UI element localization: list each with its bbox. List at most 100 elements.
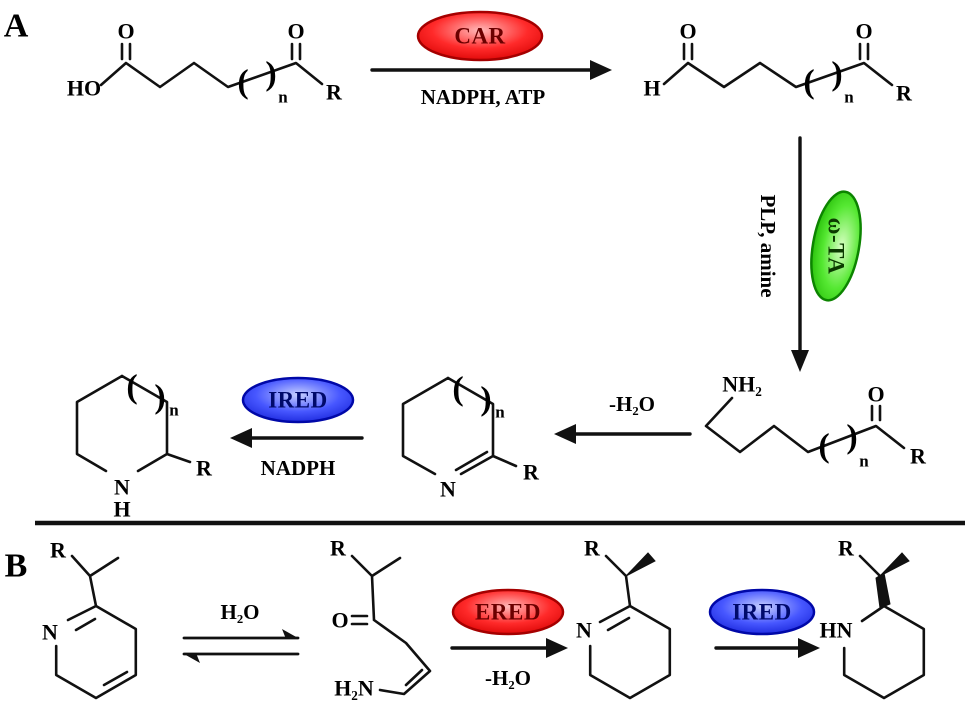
wedge-bond	[625, 552, 656, 577]
r-group-label: R	[523, 460, 540, 485]
amine-nh2-label: NH₂	[722, 372, 762, 397]
structure-aldehyde: O H O ( ) n R	[643, 19, 913, 107]
imine-double-bond	[606, 616, 631, 632]
left-paren: (	[126, 369, 137, 406]
ring-nh-h-label: H	[113, 497, 130, 522]
structure-cyclic-imine-b: R N	[576, 536, 672, 700]
r-group-label: R	[910, 444, 927, 469]
car-enzyme-label: CAR	[454, 24, 505, 49]
structure-piperidine: N H ( ) n R	[75, 369, 213, 522]
bonds	[842, 554, 926, 700]
structure-dihydropyridine: R N	[42, 538, 138, 700]
left-paren: (	[818, 428, 829, 465]
arrow-ired-a: IRED NADPH	[230, 376, 364, 480]
arrowhead	[798, 638, 820, 658]
wedge-bond-methyl	[879, 552, 910, 577]
repeat-n-label: n	[495, 403, 505, 422]
r-group-label: R	[330, 536, 347, 561]
arrowhead	[554, 424, 576, 444]
r-group-label: R	[838, 536, 855, 561]
structure-amino-ketone: NH₂ O ( ) n R	[704, 372, 927, 471]
structure-amino-enone: R O H₂N	[330, 536, 432, 701]
amine-h2n-label: H₂N	[334, 676, 374, 701]
wta-enzyme-ellipse	[810, 190, 862, 302]
imine-double-bond	[454, 450, 489, 472]
car-enzyme-ellipse	[416, 10, 544, 62]
left-paren: (	[237, 64, 248, 101]
ring-n-label: N	[576, 618, 592, 643]
nadph-label: NADPH	[261, 456, 336, 480]
double-bonds	[74, 617, 129, 687]
plp-amine-label: PLP, amine	[756, 194, 780, 297]
r-group-label: R	[326, 80, 343, 105]
arrowhead	[791, 350, 809, 372]
r-group-label: R	[196, 456, 213, 481]
bonds	[401, 376, 518, 476]
arrowhead	[546, 638, 568, 658]
repeat-n-label: n	[859, 452, 869, 471]
right-paren: )	[846, 419, 857, 456]
right-paren: )	[154, 379, 165, 416]
carbonyl-o-label: O	[117, 19, 134, 44]
ired-enzyme-ellipse	[241, 376, 355, 424]
hydroxyl-label: HO	[67, 76, 101, 101]
arrowhead	[590, 60, 612, 80]
panel-a: A O HO O ( ) n R CAR NADPH, ATP O H	[4, 8, 927, 522]
repeat-n-label: n	[278, 88, 288, 107]
ired-enzyme-ellipse	[708, 588, 816, 636]
arrow-ired-b: IRED	[708, 588, 820, 658]
carbonyl-o-label: O	[679, 19, 696, 44]
aldehyde-h-label: H	[643, 76, 660, 101]
arrow-car: CAR NADPH, ATP	[370, 10, 612, 109]
ered-enzyme-label: ERED	[475, 600, 541, 625]
double-bonds	[682, 42, 870, 61]
nadph-atp-label: NADPH, ATP	[421, 85, 546, 109]
bonds	[704, 396, 906, 454]
panel-b-label: B	[5, 548, 28, 585]
repeat-n-label: n	[169, 401, 179, 420]
panel-a-label: A	[4, 8, 29, 45]
reverse-arrowhead	[184, 653, 200, 663]
arrow-ered: ERED -H₂O	[450, 588, 568, 690]
structure-product-piperidine: R HN	[820, 536, 926, 700]
double-bonds	[350, 614, 424, 687]
ring-hn-label: HN	[820, 618, 853, 643]
right-paren: )	[265, 56, 276, 93]
carbonyl-o-label: O	[867, 382, 884, 407]
ered-enzyme-ellipse	[451, 588, 565, 636]
double-bonds	[120, 42, 302, 61]
wta-enzyme-label: ω-TA	[824, 218, 849, 275]
panel-b: B R N H₂O R O H₂N ERED	[5, 536, 926, 701]
ring-n-label: N	[114, 475, 130, 500]
bonds	[54, 554, 138, 700]
repeat-n-label: n	[844, 88, 854, 107]
arrow-equilibrium: H₂O	[182, 600, 300, 663]
ring-n-label: N	[440, 477, 456, 502]
arrow-wta: PLP, amine ω-TA	[756, 136, 862, 372]
right-paren: )	[831, 56, 842, 93]
double-bonds	[870, 404, 882, 422]
arrow-dehydration: -H₂O	[554, 392, 692, 444]
ketone-o-label: O	[331, 608, 348, 633]
bonds	[588, 554, 672, 700]
forward-arrowhead	[282, 629, 298, 639]
left-paren: (	[803, 64, 814, 101]
bonds	[99, 61, 324, 89]
r-group-label: R	[584, 536, 601, 561]
bonds	[75, 374, 192, 473]
ring-n-label: N	[42, 620, 58, 645]
right-paren: )	[480, 381, 491, 418]
r-group-label: R	[896, 81, 913, 106]
ired-enzyme-label: IRED	[268, 388, 328, 413]
left-paren: (	[452, 371, 463, 408]
arrowhead	[230, 428, 252, 448]
h2o-label: H₂O	[221, 600, 260, 624]
bonds	[662, 61, 894, 89]
r-group-label: R	[50, 538, 67, 563]
structure-keto-acid: O HO O ( ) n R	[67, 19, 343, 107]
bonds	[350, 554, 432, 696]
ired-enzyme-label: IRED	[732, 600, 792, 625]
carbonyl-o-label: O	[855, 19, 872, 44]
minus-h2o-label: -H₂O	[609, 392, 655, 416]
